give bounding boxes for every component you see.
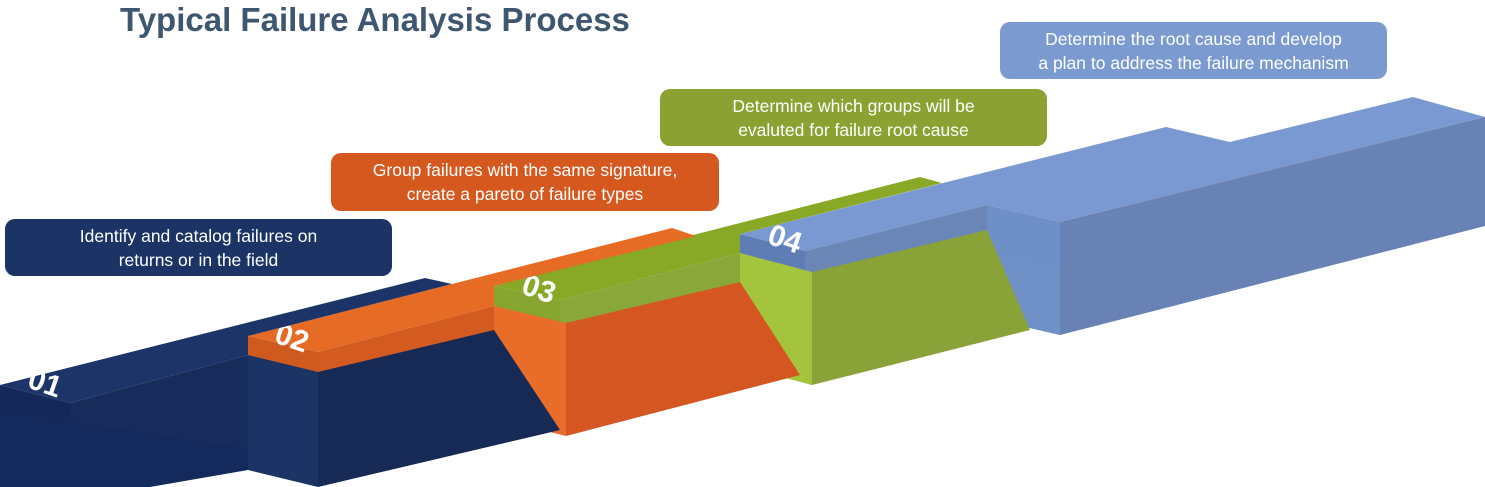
step-01-block: 01 [0, 278, 560, 487]
callout-step-03: Determine which groups will be evaluted … [660, 89, 1047, 146]
callout-step-03-line2: evaluted for failure root cause [738, 119, 969, 140]
step-01-front-side [248, 355, 318, 487]
callout-step-04-line1: Determine the root cause and develop [1045, 28, 1342, 49]
step-04-right-face [1060, 117, 1485, 335]
callout-step-04: Determine the root cause and develop a p… [1000, 22, 1387, 79]
step-01-right-face [318, 330, 560, 487]
page-title: Typical Failure Analysis Process [120, 1, 630, 38]
callout-step-02-line1: Group failures with the same signature, [372, 160, 678, 180]
step-01-lower-face [0, 410, 248, 487]
step-02-right-face [566, 282, 800, 436]
callout-step-02: Group failures with the same signature, … [331, 153, 719, 211]
step-03-right-face [812, 230, 1030, 385]
callout-step-03-line1: Determine which groups will be [732, 95, 975, 116]
callout-step-04-line2: a plan to address the failure mechanism [1038, 52, 1349, 73]
step-03-tread [494, 177, 942, 300]
step-04-tread [740, 97, 1485, 251]
step-01-tread [0, 278, 452, 403]
callout-step-02-line2: create a pareto of failure types [406, 184, 644, 204]
step-02-tread [248, 228, 696, 352]
callout-step-01: Identify and catalog failures on returns… [5, 219, 392, 276]
callout-step-01-line2: returns or in the field [118, 249, 279, 270]
callout-step-01-line1: Identify and catalog failures on [79, 225, 318, 246]
